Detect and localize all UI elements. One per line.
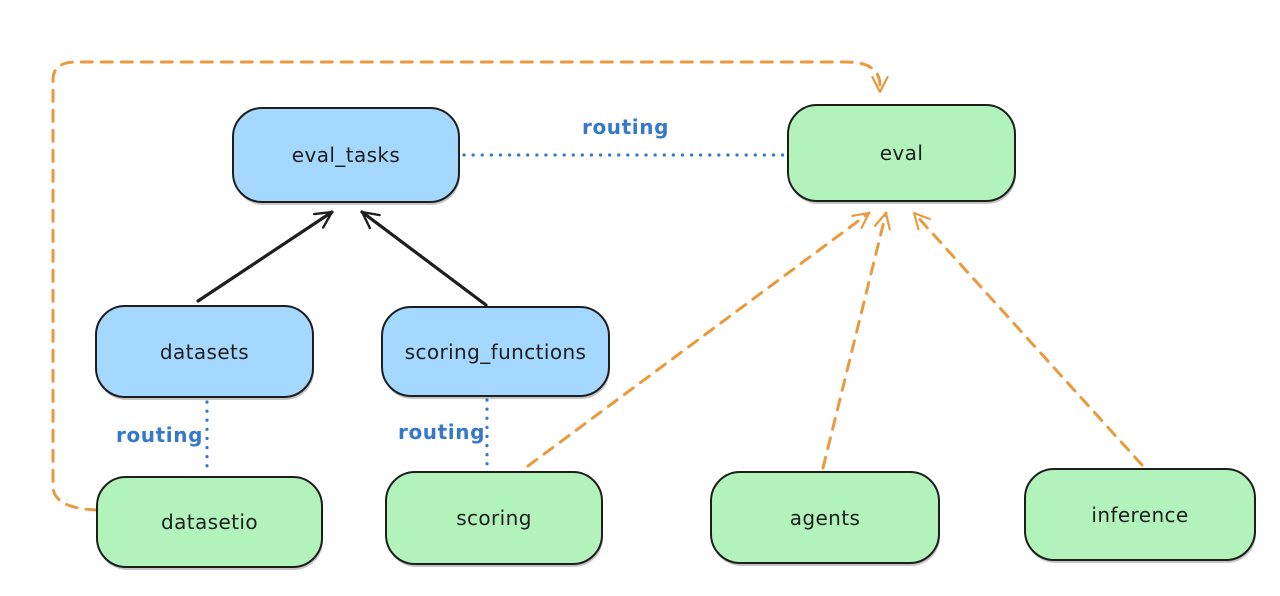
edge-scoring-functions-to-eval-tasks	[360, 210, 488, 307]
node-inference-label: inference	[1091, 502, 1189, 527]
routing-label-datasets-datasetio: routing	[116, 423, 204, 447]
routing-label-scoring-functions-scoring: routing	[398, 420, 486, 444]
node-eval-tasks: eval_tasks	[232, 107, 460, 203]
node-eval-label: eval	[879, 141, 924, 165]
node-inference: inference	[1024, 468, 1256, 561]
routing-label-eval-tasks-eval: routing	[582, 115, 670, 139]
node-agents: agents	[710, 471, 940, 564]
node-scoring-functions-label: scoring_functions	[404, 339, 587, 364]
node-agents-label: agents	[789, 505, 861, 530]
node-eval-tasks-label: eval_tasks	[291, 143, 401, 167]
node-eval: eval	[787, 104, 1016, 202]
node-scoring-label: scoring	[456, 506, 532, 530]
node-datasets: datasets	[95, 305, 314, 398]
edge-datasets-to-eval-tasks	[196, 210, 334, 303]
edge-agents-to-eval	[821, 211, 891, 470]
edge-scoring-to-eval	[526, 211, 871, 468]
node-scoring: scoring	[385, 471, 603, 565]
edge-datasetio-to-eval	[51, 60, 889, 512]
node-datasetio: datasetio	[96, 476, 323, 568]
node-datasetio-label: datasetio	[160, 510, 258, 534]
edge-inference-to-eval	[912, 211, 1144, 467]
node-scoring-functions: scoring_functions	[381, 306, 610, 397]
node-datasets-label: datasets	[159, 339, 250, 364]
